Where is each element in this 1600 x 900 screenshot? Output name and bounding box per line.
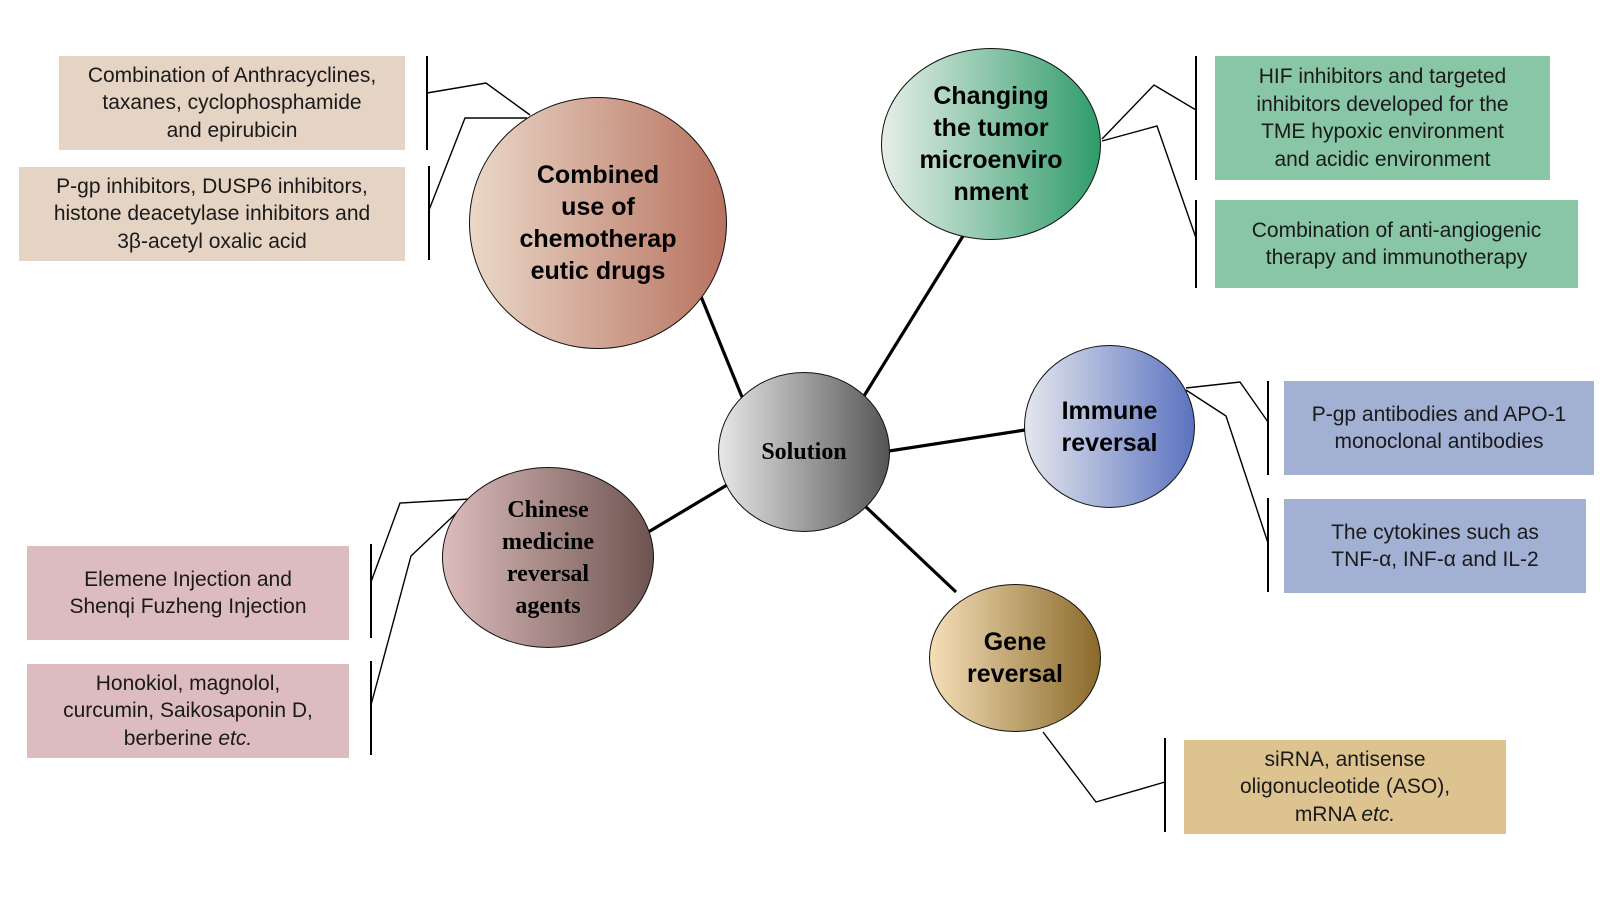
- item-box-immune-1: P-gp antibodies and APO-1 monoclonal ant…: [1284, 381, 1594, 475]
- branch-node-label: Combined use of chemotherap eutic drugs: [519, 161, 677, 285]
- item-box-immune-2: The cytokines such as TNF-α, INF-α and I…: [1284, 499, 1586, 593]
- branch-node-label: Immune reversal: [1061, 396, 1158, 457]
- branch-node-gene-reversal: Gene reversal: [929, 584, 1101, 732]
- center-node-solution: Solution: [718, 372, 890, 532]
- bracket-chemo-2: [428, 166, 430, 260]
- branch-node-immune-reversal: Immune reversal: [1024, 345, 1195, 508]
- branch-node-tumor-microenvironment: Changing the tumor microenviro nment: [881, 48, 1101, 240]
- leader-chemo-2: [428, 117, 527, 211]
- item-text: Combination of Anthracyclines, taxanes, …: [87, 63, 377, 142]
- leader-gene-1: [1042, 731, 1166, 803]
- branch-node-label: Gene reversal: [967, 628, 1063, 688]
- leader-immune-2: [1185, 389, 1269, 544]
- branch-node-chemotherapy: Combined use of chemotherap eutic drugs: [469, 97, 727, 349]
- branch-node-label: Changing the tumor microenviro nment: [919, 82, 1063, 206]
- leader-tme-2: [1101, 125, 1197, 239]
- spoke-chemo: [698, 293, 744, 398]
- bracket-chemo-1: [426, 56, 428, 150]
- item-box-chemo-2: P-gp inhibitors, DUSP6 inhibitors, histo…: [19, 167, 405, 261]
- item-text: P-gp inhibitors, DUSP6 inhibitors, histo…: [53, 174, 371, 253]
- item-text: Elemene Injection and Shenqi Fuzheng Inj…: [69, 567, 307, 619]
- leader-tcm-1: [370, 498, 471, 583]
- bracket-immune-2: [1267, 498, 1269, 592]
- bracket-tme-1: [1195, 56, 1197, 180]
- item-text: The cytokines such as TNF-α, INF-α and I…: [1331, 520, 1539, 572]
- item-text: P-gp antibodies and APO-1 monoclonal ant…: [1311, 402, 1567, 454]
- bracket-tme-2: [1195, 200, 1197, 288]
- item-text: HIF inhibitors and targeted inhibitors d…: [1256, 65, 1509, 171]
- leader-tcm-2: [370, 501, 469, 706]
- item-box-tcm-1: Elemene Injection and Shenqi Fuzheng Inj…: [27, 546, 349, 640]
- bracket-immune-1: [1267, 381, 1269, 475]
- branch-node-chinese-medicine: Chinese medicine reversal agents: [442, 467, 654, 648]
- item-box-chemo-1: Combination of Anthracyclines, taxanes, …: [59, 56, 405, 150]
- item-box-gene-1: siRNA, antisense oligonucleotide (ASO), …: [1184, 740, 1506, 834]
- item-text: siRNA, antisense oligonucleotide (ASO), …: [1239, 747, 1451, 826]
- spoke-gene: [864, 505, 958, 594]
- item-box-tme-1: HIF inhibitors and targeted inhibitors d…: [1215, 56, 1550, 180]
- item-text: Honokiol, magnolol, curcumin, Saikosapon…: [63, 671, 313, 750]
- leader-tme-1: [1101, 84, 1197, 140]
- spoke-tcm: [644, 483, 728, 536]
- item-text: Combination of anti-angiogenic therapy a…: [1251, 218, 1542, 270]
- item-box-tme-2: Combination of anti-angiogenic therapy a…: [1215, 200, 1578, 288]
- leader-chemo-1: [426, 82, 531, 116]
- leader-immune-1: [1185, 381, 1269, 423]
- bracket-gene-1: [1164, 738, 1166, 832]
- item-box-tcm-2: Honokiol, magnolol, curcumin, Saikosapon…: [27, 664, 349, 758]
- spoke-immune: [888, 428, 1026, 453]
- branch-node-label: Chinese medicine reversal agents: [502, 496, 594, 619]
- spoke-tme: [862, 235, 965, 397]
- bracket-tcm-2: [370, 661, 372, 755]
- center-node-label: Solution: [761, 439, 847, 465]
- bracket-tcm-1: [370, 544, 372, 638]
